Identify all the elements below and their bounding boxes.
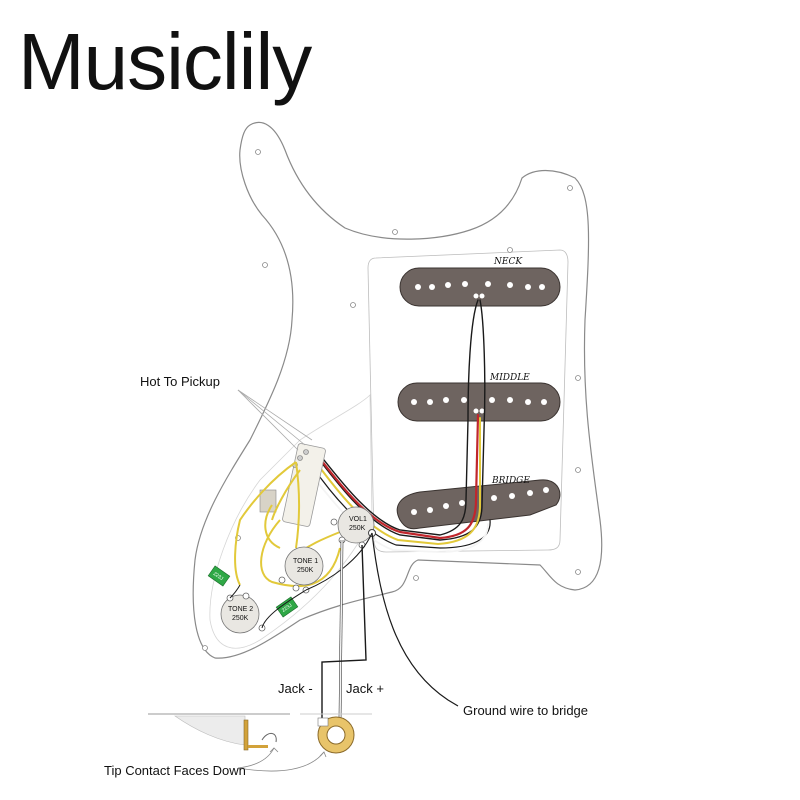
pickup-label-middle: MIDDLE bbox=[489, 373, 530, 383]
capacitor-1-label: 223J bbox=[212, 571, 225, 582]
tip-contact-leaders bbox=[237, 747, 327, 772]
ground-wire-to-bridge bbox=[371, 532, 459, 707]
pot-tone-1: TONE 1 250K bbox=[278, 546, 324, 594]
pole-pieces-middle bbox=[411, 397, 547, 414]
control-cavity-outline bbox=[209, 394, 373, 649]
pot-tone-2: TONE 2 250K bbox=[220, 592, 266, 634]
output-jack bbox=[300, 713, 372, 754]
pickup-middle bbox=[397, 382, 561, 422]
callout-jack-minus: Jack - bbox=[278, 681, 313, 696]
pickup-neck bbox=[399, 267, 561, 307]
capacitor-2-label: 223J bbox=[281, 602, 294, 613]
pickup-wires bbox=[295, 299, 491, 553]
brand-logo: Musiclily bbox=[18, 17, 312, 106]
control-wires-black bbox=[229, 532, 373, 629]
callout-ground-wire: Ground wire to bridge bbox=[463, 703, 588, 718]
pickup-label-bridge: BRIDGE bbox=[491, 476, 530, 486]
pickup-label-neck: NECK bbox=[493, 257, 523, 267]
callout-hot-to-pickup: Hot To Pickup bbox=[140, 374, 220, 389]
hot-to-pickup-leaders bbox=[237, 389, 313, 451]
capacitor-1: 223J bbox=[207, 565, 231, 587]
pickup-bridge bbox=[396, 479, 561, 530]
jack-side-view bbox=[148, 713, 290, 751]
pot-tone2-name: TONE 2 bbox=[228, 606, 253, 613]
pole-pieces-neck bbox=[415, 281, 545, 299]
capacitor-2: 223J bbox=[275, 596, 299, 618]
screw-holes bbox=[202, 149, 581, 651]
pot-volume-name: VOL1 bbox=[349, 516, 367, 523]
jack-wires bbox=[321, 539, 367, 721]
pot-tone2-value: 250K bbox=[232, 615, 249, 622]
callout-jack-plus: Jack + bbox=[346, 681, 384, 696]
pot-tone1-name: TONE 1 bbox=[293, 558, 318, 565]
pot-tone1-value: 250K bbox=[297, 567, 314, 574]
selector-switch bbox=[259, 443, 326, 527]
pot-volume-value: 250K bbox=[349, 525, 366, 532]
callout-tip-contact: Tip Contact Faces Down bbox=[104, 763, 246, 778]
pole-pieces-bridge bbox=[411, 487, 549, 515]
